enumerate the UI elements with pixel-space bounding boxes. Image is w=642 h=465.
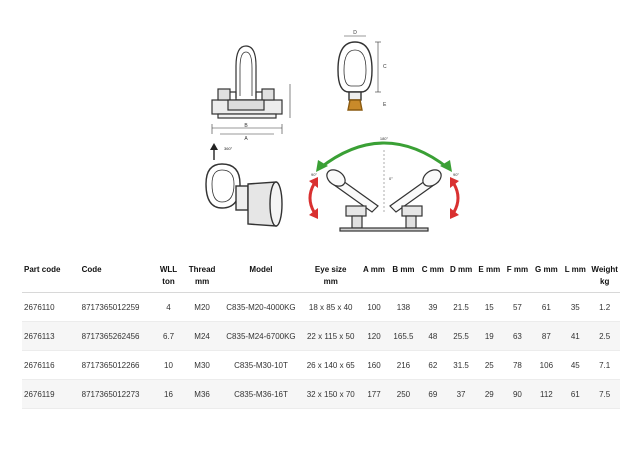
col-header-b: B mm	[388, 258, 419, 293]
table-row: 2676110 8717365012259 4 M20 C835-M20-400…	[22, 292, 620, 322]
cell-weight: 7.5	[589, 379, 620, 409]
cell-wll: 10	[153, 350, 184, 380]
table-row: 2676113 8717365262456 6.7 M24 C835-M24-6…	[22, 321, 620, 351]
cell-f: 78	[503, 350, 532, 380]
cell-f: 57	[503, 292, 532, 322]
left-tilt-arrow	[308, 183, 316, 213]
cell-b: 250	[388, 379, 419, 409]
cell-d: 31.5	[446, 350, 476, 380]
cell-b: 216	[388, 350, 419, 380]
col-header-d: D mm	[446, 258, 476, 293]
cell-thread: M30	[183, 350, 221, 380]
cell-e: 25	[475, 350, 504, 380]
tilt-arc	[319, 141, 449, 170]
cell-part-code: 2676119	[22, 379, 80, 409]
cell-wll: 4	[153, 292, 184, 322]
cell-thread: M36	[183, 379, 221, 409]
cell-weight: 7.1	[589, 350, 620, 380]
cell-eye-size: 26 x 140 x 65	[301, 350, 360, 380]
cell-c: 48	[418, 321, 447, 351]
cell-e: 15	[475, 292, 504, 322]
cell-g: 106	[531, 350, 562, 380]
cell-eye-size: 22 x 115 x 50	[301, 321, 360, 351]
cell-b: 138	[388, 292, 419, 322]
col-header-a: A mm	[359, 258, 389, 293]
col-header-part-code: Part code	[22, 258, 80, 293]
col-header-e: E mm	[475, 258, 504, 293]
tilt-left-angle-label: 90°	[311, 172, 317, 177]
cell-a: 160	[359, 350, 389, 380]
cell-code: 8717365012259	[79, 292, 154, 322]
cell-e: 29	[475, 379, 504, 409]
cell-l: 35	[561, 292, 590, 322]
cell-model: C835-M30-10T	[220, 350, 302, 380]
cell-d: 25.5	[446, 321, 476, 351]
tilt-center-angle-label: 0°	[389, 176, 393, 181]
dim-label-c: C	[383, 64, 387, 70]
side-view-drawing	[211, 45, 291, 135]
col-header-code: Code	[79, 258, 154, 293]
cell-l: 41	[561, 321, 590, 351]
col-header-c: C mm	[418, 258, 447, 293]
cell-model: C835-M24-6700KG	[220, 321, 302, 351]
cell-code: 8717365012266	[79, 350, 154, 380]
cell-f: 90	[503, 379, 532, 409]
tilt-right-angle-label: 90°	[453, 172, 459, 177]
cell-c: 39	[418, 292, 447, 322]
cell-g: 61	[531, 292, 562, 322]
technical-drawings: B A D C E 360°	[205, 30, 460, 232]
dim-label-a: A	[244, 136, 248, 142]
table-row: 2676119 8717365012273 16 M36 C835-M36-16…	[22, 379, 620, 409]
cell-model: C835-M36-16T	[220, 379, 302, 409]
col-header-l: L mm	[561, 258, 590, 293]
cell-wll: 6.7	[153, 321, 184, 351]
col-header-f: F mm	[503, 258, 532, 293]
cell-c: 62	[418, 350, 447, 380]
right-tilt-arrow	[452, 183, 460, 213]
cell-d: 37	[446, 379, 476, 409]
cell-g: 112	[531, 379, 562, 409]
cell-wll: 16	[153, 379, 184, 409]
cell-l: 45	[561, 350, 590, 380]
cell-eye-size: 18 x 85 x 40	[301, 292, 360, 322]
cell-f: 63	[503, 321, 532, 351]
cell-weight: 2.5	[589, 321, 620, 351]
cell-part-code: 2676110	[22, 292, 80, 322]
cell-e: 19	[475, 321, 504, 351]
dim-label-b: B	[244, 123, 248, 129]
cell-code: 8717365262456	[79, 321, 154, 351]
cell-part-code: 2676113	[22, 321, 80, 351]
cell-g: 87	[531, 321, 562, 351]
cell-c: 69	[418, 379, 447, 409]
cell-eye-size: 32 x 150 x 70	[301, 379, 360, 409]
cell-code: 8717365012273	[79, 379, 154, 409]
col-header-model: Model	[220, 258, 302, 293]
cell-a: 120	[359, 321, 389, 351]
front-view-drawing	[337, 35, 381, 111]
dim-label-d: D	[353, 30, 357, 36]
tilt-top-angle-label: 180°	[380, 136, 389, 141]
cell-a: 100	[359, 292, 389, 322]
cell-model: C835-M20-4000KG	[220, 292, 302, 322]
tilt-view-drawing	[308, 141, 460, 232]
swivel-view-drawing	[205, 143, 283, 227]
cell-b: 165.5	[388, 321, 419, 351]
dim-label-e: E	[383, 102, 387, 108]
rotation-label: 360°	[224, 146, 233, 151]
cell-d: 21.5	[446, 292, 476, 322]
cell-l: 61	[561, 379, 590, 409]
cell-thread: M24	[183, 321, 221, 351]
cell-weight: 1.2	[589, 292, 620, 322]
table-row: 2676116 8717365012266 10 M30 C835-M30-10…	[22, 350, 620, 380]
col-header-g: G mm	[531, 258, 562, 293]
cell-part-code: 2676116	[22, 350, 80, 380]
cell-a: 177	[359, 379, 389, 409]
cell-thread: M20	[183, 292, 221, 322]
